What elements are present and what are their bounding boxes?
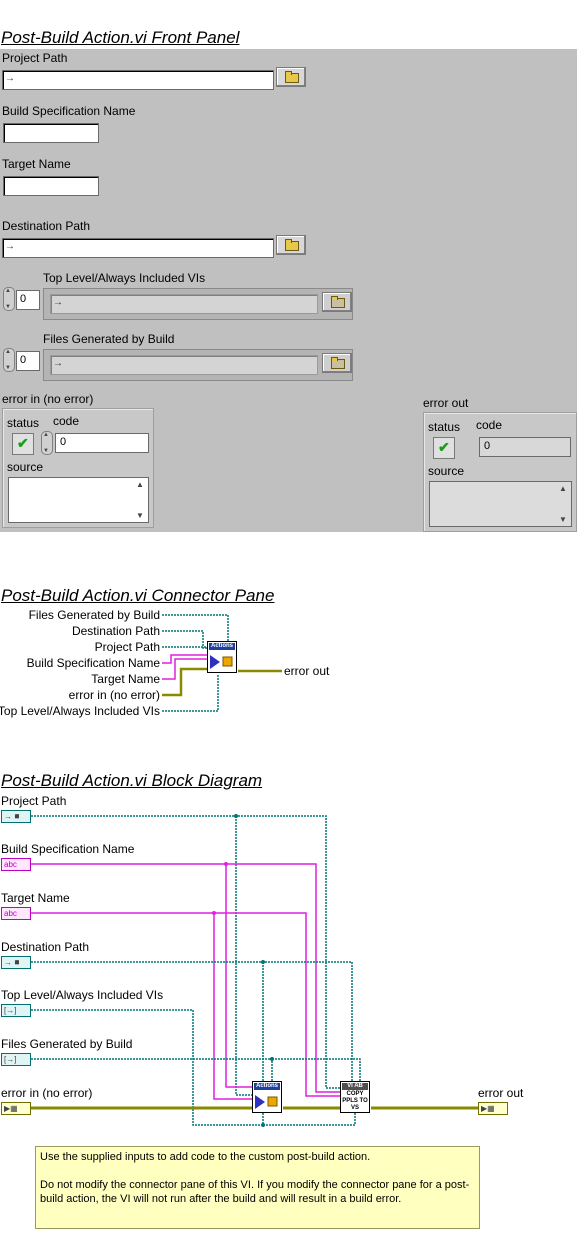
scroll-arrow-icon[interactable]: ▲▼ <box>136 480 144 520</box>
error-in-source-label: source <box>7 460 44 474</box>
top-level-vis-index-spinner[interactable] <box>3 287 15 311</box>
block-diagram-note: Use the supplied inputs to add code to t… <box>35 1146 480 1229</box>
cp-label-files-generated: Files Generated by Build <box>28 608 160 622</box>
bd-label-top-level-vis: Top Level/Always Included VIs <box>1 988 164 1002</box>
front-panel-title: Post-Build Action.vi Front Panel <box>1 28 240 47</box>
top-level-vis-label: Top Level/Always Included VIs <box>43 271 206 285</box>
error-in-source-input[interactable]: ▲▼ <box>8 477 149 523</box>
error-out-code-display: 0 <box>479 437 571 457</box>
error-in-code-label: code <box>53 414 80 428</box>
bd-terminal-destination-path[interactable]: →◾ <box>1 956 31 969</box>
error-in-status-checkbox[interactable]: ✔ <box>12 433 34 455</box>
error-out-source-display: ▲▼ <box>429 481 572 527</box>
files-generated-array: → <box>43 349 353 381</box>
bd-terminal-build-spec[interactable]: abc <box>1 858 31 871</box>
destination-path-input[interactable]: → <box>2 238 274 258</box>
error-in-code-spinner[interactable] <box>41 431 53 455</box>
connector-pane-vi-icon[interactable]: Actions <box>207 641 237 673</box>
error-out-cluster: status code ✔ 0 source ▲▼ <box>423 412 577 532</box>
error-cluster-icon: ▶▦ <box>481 1104 495 1113</box>
error-out-source-label: source <box>428 464 465 478</box>
project-path-input[interactable]: → <box>2 70 274 90</box>
bd-label-target-name: Target Name <box>1 891 70 905</box>
checkmark-icon: ✔ <box>438 439 450 455</box>
destination-path-label: Destination Path <box>2 219 91 233</box>
error-out-label: error out <box>423 396 469 410</box>
path-icon: → <box>5 73 15 84</box>
scroll-arrow-icon[interactable]: ▲▼ <box>559 484 567 524</box>
files-generated-label: Files Generated by Build <box>43 332 175 346</box>
folder-icon <box>285 239 299 251</box>
build-spec-input[interactable] <box>3 123 99 143</box>
files-generated-browse-button[interactable] <box>322 353 352 373</box>
folder-icon <box>285 71 299 83</box>
connector-pane-title: Post-Build Action.vi Connector Pane <box>1 586 275 605</box>
bd-copy-ppls-subvi[interactable]: VI AB COPY PPLS TO VS <box>340 1081 370 1113</box>
files-generated-element[interactable]: → <box>50 355 318 375</box>
actions-icon <box>255 1095 278 1109</box>
error-out-status-indicator: ✔ <box>433 437 455 459</box>
files-generated-index[interactable]: 0 <box>16 351 40 371</box>
cp-label-error-out: error out <box>284 664 330 678</box>
bd-terminal-files-generated[interactable]: [→] <box>1 1053 31 1066</box>
bd-actions-subvi[interactable]: Actions <box>252 1081 282 1113</box>
target-name-label: Target Name <box>2 157 71 171</box>
folder-icon <box>331 296 345 308</box>
error-out-status-label: status <box>428 420 461 434</box>
bd-terminal-project-path[interactable]: →◾ <box>1 810 31 823</box>
files-generated-index-spinner[interactable] <box>3 348 15 372</box>
bd-label-destination-path: Destination Path <box>1 940 90 954</box>
path-icon: [→] <box>4 1006 17 1015</box>
bd-label-error-in: error in (no error) <box>1 1086 93 1100</box>
bd-label-project-path: Project Path <box>1 794 67 808</box>
folder-icon <box>331 357 345 369</box>
path-icon: → <box>53 358 63 369</box>
top-level-vis-element[interactable]: → <box>50 294 318 314</box>
destination-path-browse-button[interactable] <box>276 235 306 255</box>
error-cluster-icon: ▶▦ <box>4 1104 18 1113</box>
cp-label-build-spec: Build Specification Name <box>26 656 160 670</box>
bd-terminal-top-level-vis[interactable]: [→] <box>1 1004 31 1017</box>
block-diagram-title: Post-Build Action.vi Block Diagram <box>1 771 263 790</box>
path-icon: →◾ <box>4 812 22 821</box>
project-path-label: Project Path <box>2 51 68 65</box>
front-panel: Project Path → Build Specification Name … <box>0 49 577 532</box>
path-icon: [→] <box>4 1055 17 1064</box>
error-in-code-input[interactable]: 0 <box>55 433 149 453</box>
bd-label-build-spec: Build Specification Name <box>1 842 135 856</box>
bd-terminal-target-name[interactable]: abc <box>1 907 31 920</box>
top-level-vis-browse-button[interactable] <box>322 292 352 312</box>
path-icon: →◾ <box>4 958 22 967</box>
checkmark-icon: ✔ <box>17 435 29 451</box>
error-in-label: error in (no error) <box>2 392 94 406</box>
error-out-code-label: code <box>476 418 503 432</box>
cp-label-error-in: error in (no error) <box>68 688 160 702</box>
bd-terminal-error-out[interactable]: ▶▦ <box>478 1102 508 1115</box>
project-path-browse-button[interactable] <box>276 67 306 87</box>
bd-label-error-out: error out <box>478 1086 524 1100</box>
cp-label-project-path: Project Path <box>94 640 160 654</box>
bd-label-files-generated: Files Generated by Build <box>1 1037 133 1051</box>
cp-label-destination-path: Destination Path <box>71 624 160 638</box>
path-icon: → <box>5 241 15 252</box>
bd-terminal-error-in[interactable]: ▶▦ <box>1 1102 31 1115</box>
error-in-status-label: status <box>7 416 40 430</box>
path-icon: → <box>53 297 63 308</box>
actions-icon <box>210 655 233 669</box>
build-spec-label: Build Specification Name <box>2 104 136 118</box>
error-in-cluster: status code ✔ 0 source ▲▼ <box>2 408 154 528</box>
cp-label-top-level-vis: Top Level/Always Included VIs <box>0 704 160 718</box>
top-level-vis-array: → <box>43 288 353 320</box>
top-level-vis-index[interactable]: 0 <box>16 290 40 310</box>
cp-label-target-name: Target Name <box>91 672 160 686</box>
target-name-input[interactable] <box>3 176 99 196</box>
